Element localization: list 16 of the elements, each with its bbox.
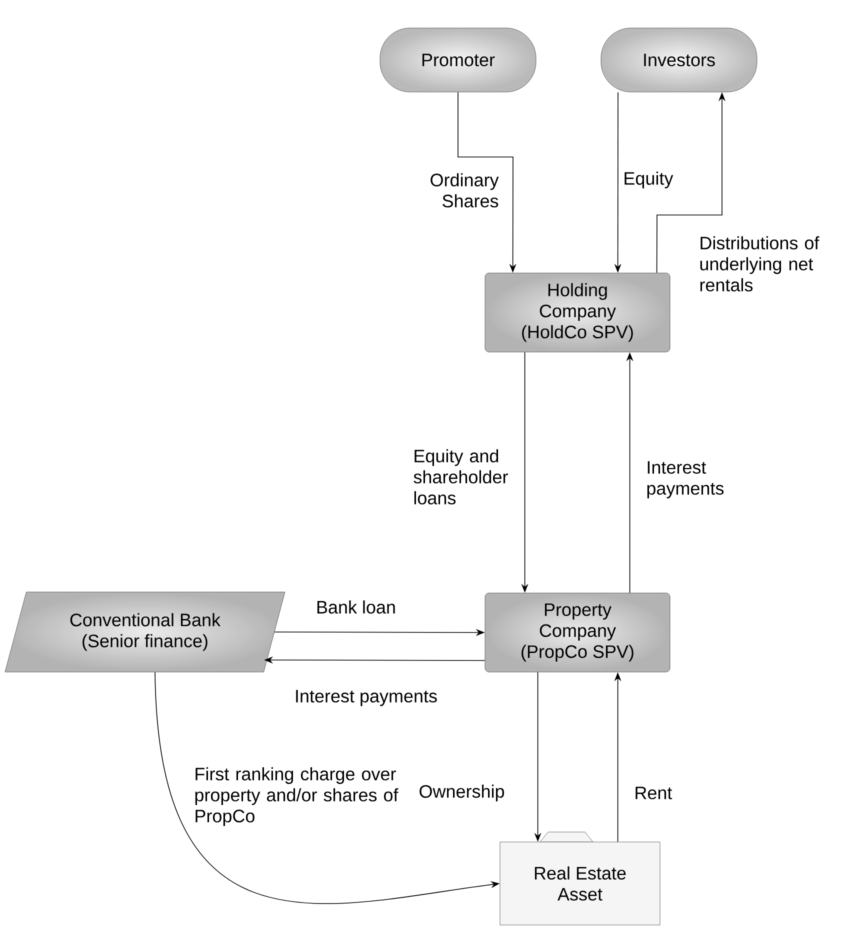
edge-label: Equity [624,172,674,188]
edge-label: Interest payments [296,690,437,706]
process-box: Property Company (PropCo SPV) [484,592,670,672]
parallelogram-node: Conventional Bank (Senior finance) [4,592,286,672]
folder-node: Real Estate Asset [500,832,660,926]
edge-label: First ranking charge over property and/or shares of PropCo [195,767,398,826]
rounded-node: Promoter [380,28,536,92]
edge-label: Interest payments [647,461,724,498]
edge-label: Distributions of underlying net rentals [700,236,820,292]
edge-label: Rent [636,786,672,800]
rounded-node: Investors [600,28,758,92]
process-box: Holding Company (HoldCo SPV) [484,272,670,352]
edge-label: Bank loan [317,600,395,614]
edge-label: Ownership [420,784,504,802]
edge-label: Equity and shareholder loans [414,449,508,504]
edge-label: Ordinary Shares [430,173,499,208]
